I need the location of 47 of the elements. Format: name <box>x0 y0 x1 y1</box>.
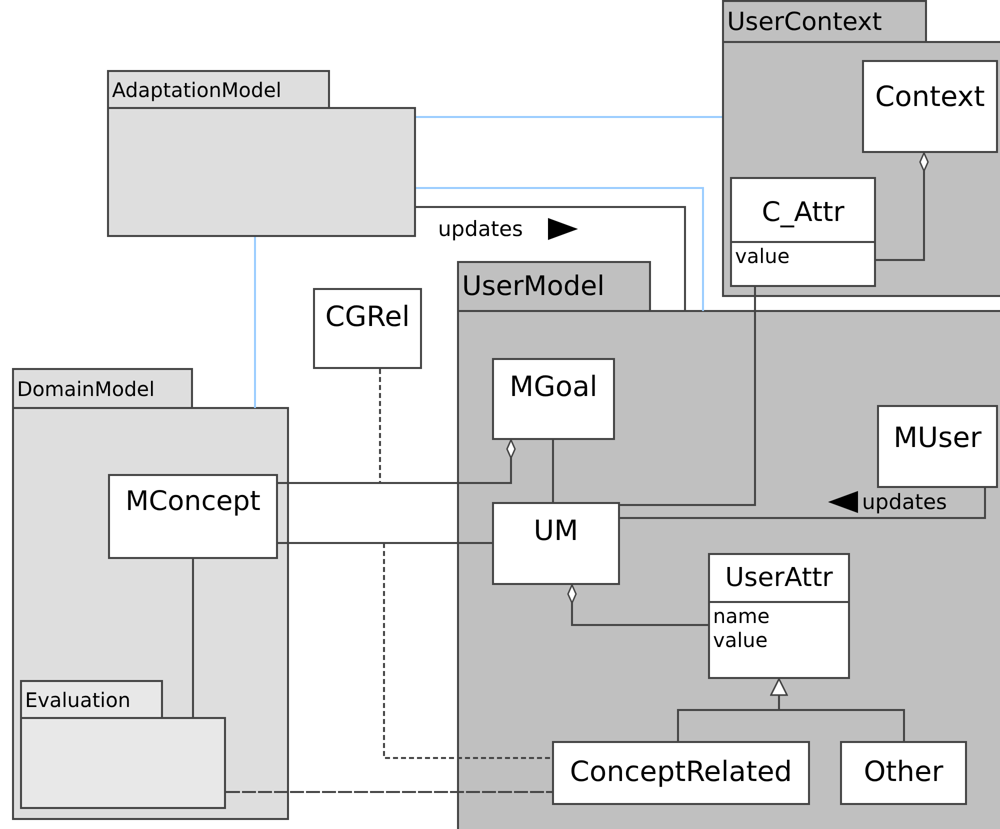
aggregation-line <box>278 439 516 484</box>
connector-line <box>620 287 756 506</box>
class-box <box>552 741 810 805</box>
class-box <box>708 553 850 679</box>
class-name: MGoal <box>508 370 598 404</box>
attribute-list: value <box>735 244 805 268</box>
package-name: AdaptationModel <box>112 78 282 102</box>
class-box <box>492 358 615 440</box>
connector-line <box>192 559 194 718</box>
dashed-line <box>379 369 381 483</box>
class-box <box>840 741 967 805</box>
package <box>20 680 226 809</box>
class-box <box>313 288 422 369</box>
class-name: Other <box>862 755 944 789</box>
class-name: UserAttr <box>724 563 834 594</box>
class-box <box>108 474 278 559</box>
package <box>12 368 289 820</box>
class-name: MUser <box>892 421 982 455</box>
connector-line <box>254 237 256 408</box>
attribute-list: name value <box>713 604 783 652</box>
package-name: Evaluation <box>25 688 131 712</box>
class-box <box>730 177 876 287</box>
aggregation-line <box>876 152 929 261</box>
class-name: UM <box>532 514 580 548</box>
dashed-line <box>383 543 552 759</box>
class-name: C_Attr <box>760 197 846 230</box>
aggregation-line <box>567 584 708 626</box>
class-name: CGRel <box>324 300 411 334</box>
class-box <box>862 60 998 153</box>
package-name: UserModel <box>462 270 605 304</box>
class-name: Context <box>874 80 986 114</box>
class-name: ConceptRelated <box>568 755 794 789</box>
dashed-line <box>226 791 552 793</box>
class-box <box>492 502 620 585</box>
package-name: UserContext <box>727 7 882 37</box>
connector-line <box>416 116 722 118</box>
package <box>722 0 1000 297</box>
connector-line <box>278 542 492 544</box>
connector-line <box>416 187 704 311</box>
connector-line <box>552 440 554 502</box>
inheritance-arrow <box>770 678 905 741</box>
connector-line <box>416 206 686 311</box>
class-box <box>877 405 998 488</box>
class-name: MConcept <box>124 486 262 518</box>
package-name: DomainModel <box>17 377 155 401</box>
connector-line <box>620 488 986 519</box>
package <box>107 70 416 237</box>
